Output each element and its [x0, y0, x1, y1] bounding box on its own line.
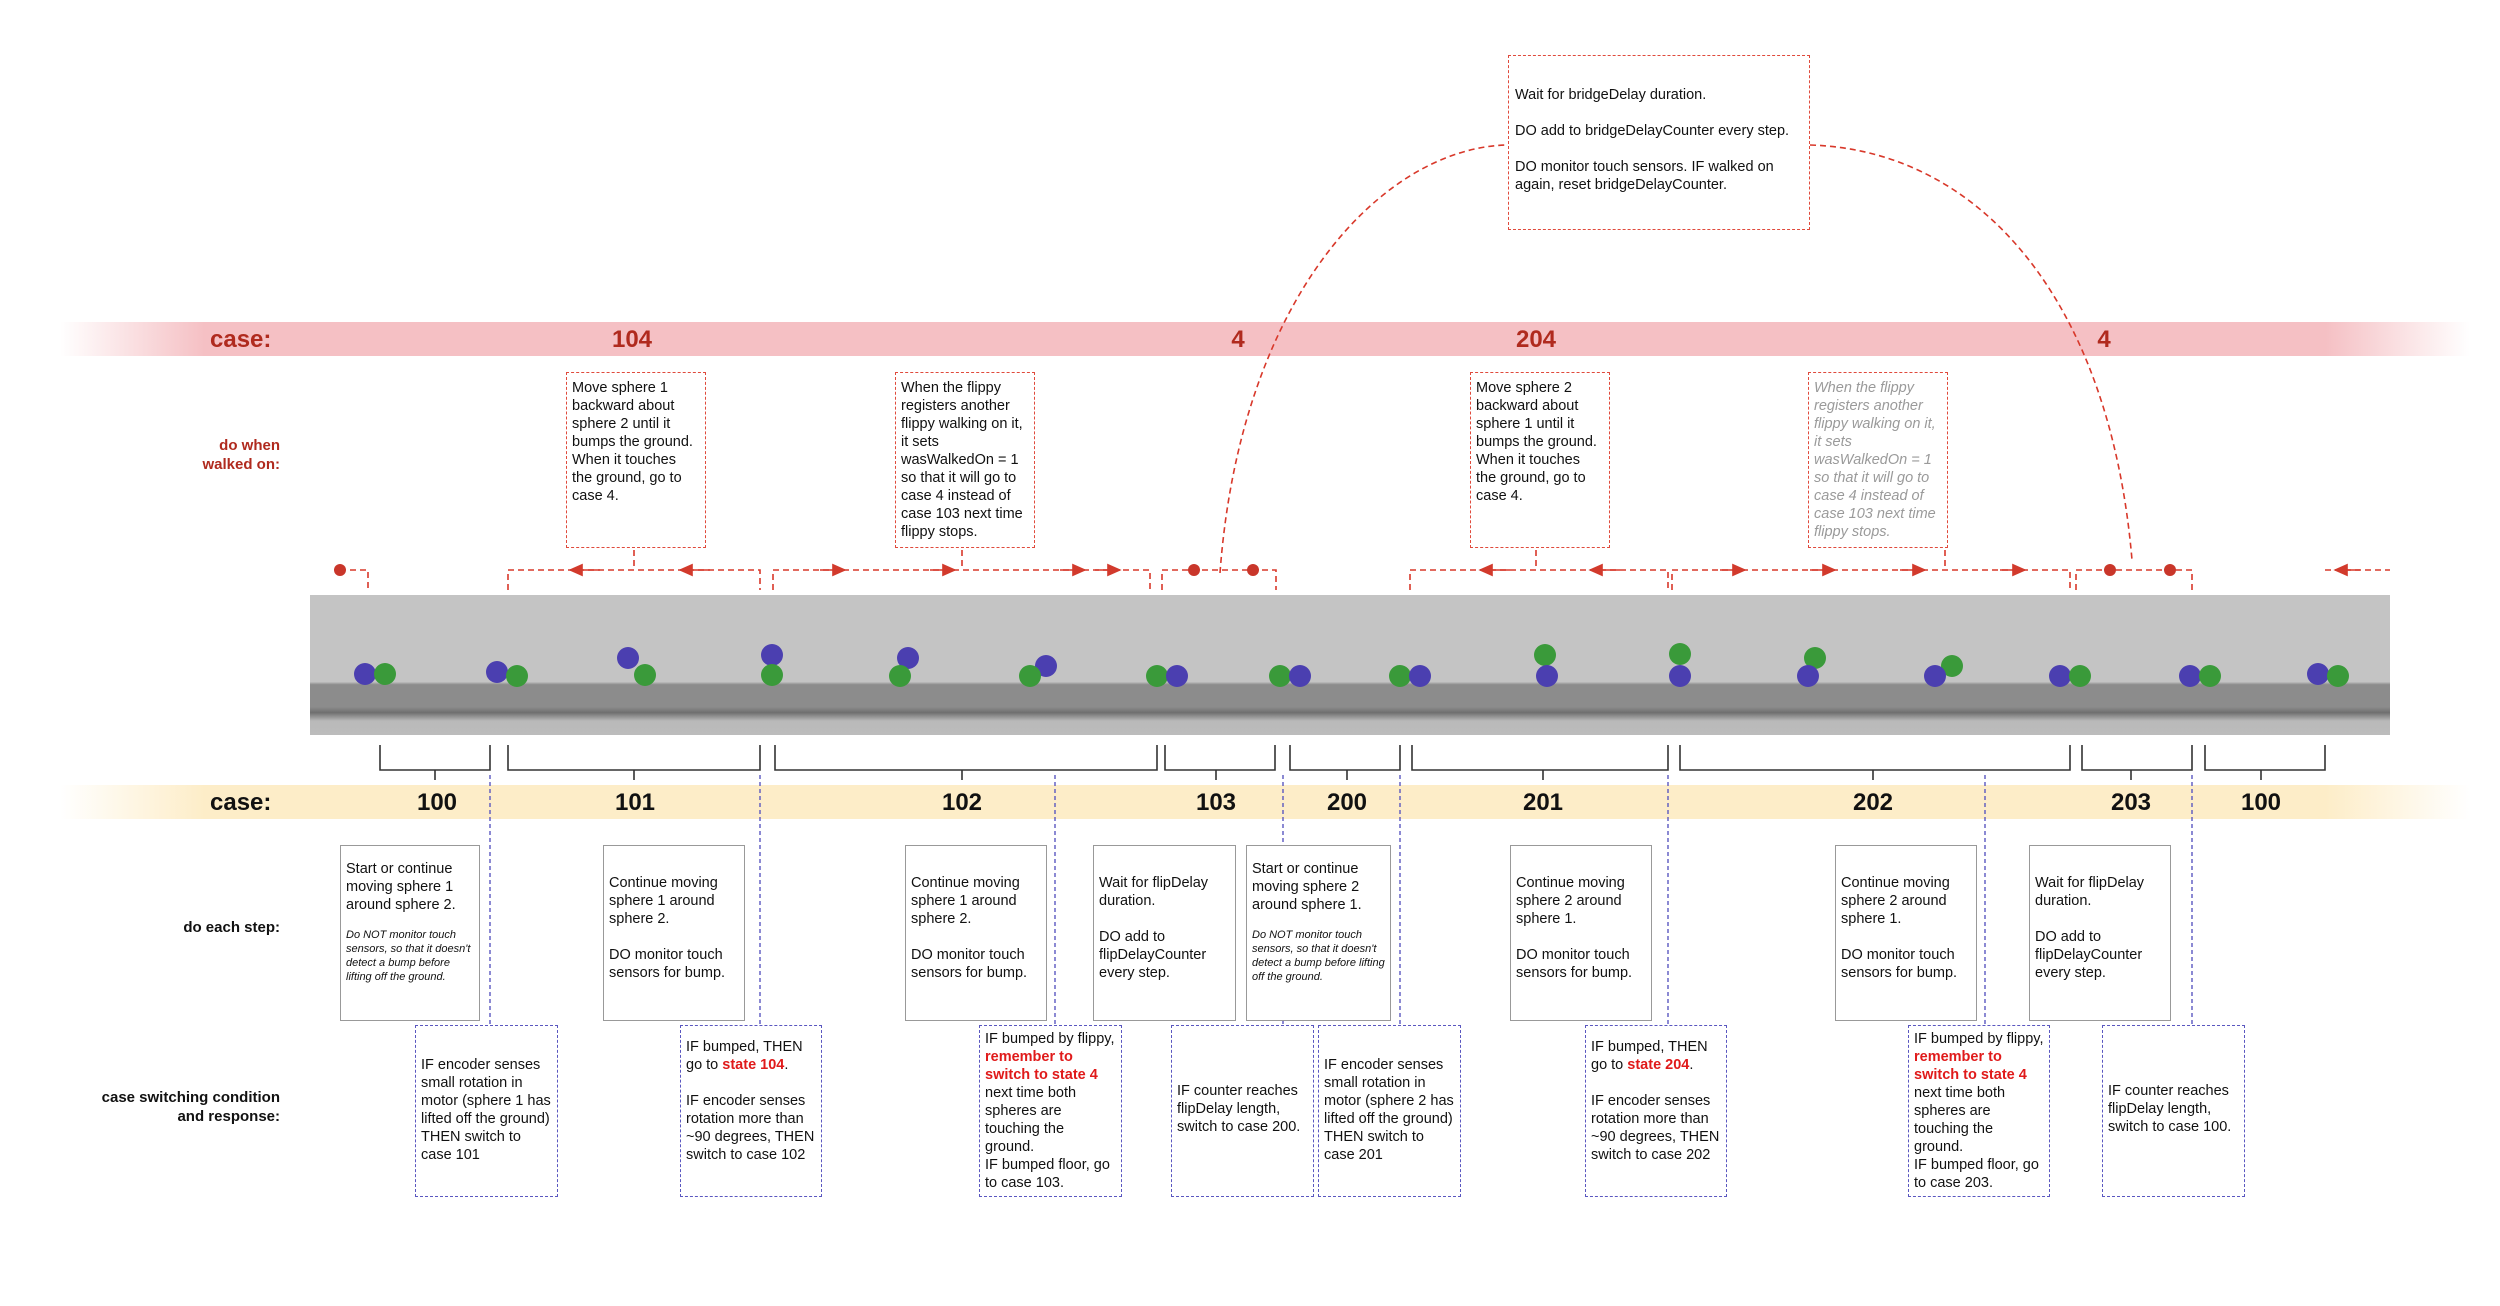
- bottom-case-100b: 100: [2240, 789, 2282, 816]
- step-201-main: Continue moving sphere 2 around sphere 1…: [1516, 875, 1625, 927]
- switch-202-a: IF bumped by flippy,: [1914, 1031, 2044, 1047]
- bridge-arc-left: [1219, 144, 1506, 574]
- step-box-200: Start or continue moving sphere 2 around…: [1246, 845, 1391, 1021]
- row-label-each-step: do each step:: [183, 919, 280, 936]
- switch-103-text: IF counter reaches flipDelay length, swi…: [1177, 1083, 1301, 1135]
- step-box-203: Wait for flipDelay duration. DO add to f…: [2029, 845, 2171, 1021]
- step-101-main: Continue moving sphere 1 around sphere 2…: [609, 875, 718, 927]
- switch-101-highlight: state 104: [722, 1057, 785, 1073]
- bridge-line-2: DO add to bridgeDelayCounter every step.: [1515, 123, 1790, 139]
- bottom-case-203: 203: [2110, 789, 2152, 816]
- bracket-start: [350, 569, 369, 590]
- switch-101-a-end: .: [784, 1057, 789, 1073]
- row-label-walked-on: do when walked on:: [202, 437, 280, 473]
- step-box-201: Continue moving sphere 2 around sphere 1…: [1510, 845, 1652, 1021]
- step-201-sub: DO monitor touch sensors for bump.: [1516, 947, 1633, 981]
- walked-on-box-202: When the flippy registers another flippy…: [1808, 372, 1948, 548]
- bracket-104: [507, 569, 761, 590]
- walked-on-text-204: Move sphere 2 backward about sphere 1 un…: [1476, 380, 1597, 504]
- top-case-204: 204: [1515, 326, 1557, 353]
- switch-203-text: IF counter reaches flipDelay length, swi…: [2108, 1083, 2232, 1135]
- step-101-sub: DO monitor touch sensors for bump.: [609, 947, 726, 981]
- step-202-main: Continue moving sphere 2 around sphere 1…: [1841, 875, 1950, 927]
- walked-on-text-102: When the flippy registers another flippy…: [901, 380, 1023, 540]
- step-case-band: [60, 785, 2470, 819]
- step-200-main: Start or continue moving sphere 2 around…: [1252, 861, 1362, 913]
- step-102-main: Continue moving sphere 1 around sphere 2…: [911, 875, 1020, 927]
- step-202-sub: DO monitor touch sensors for bump.: [1841, 947, 1958, 981]
- switch-201-b: IF encoder senses rotation more than ~90…: [1591, 1093, 1720, 1163]
- row-label-switching: case switching condition and response:: [101, 1089, 280, 1125]
- switch-201-a: IF bumped, THEN go to: [1591, 1039, 1708, 1073]
- switch-box-201: IF bumped, THEN go to state 204. IF enco…: [1585, 1025, 1727, 1197]
- switch-box-103: IF counter reaches flipDelay length, swi…: [1171, 1025, 1314, 1197]
- bridge-delay-box: Wait for bridgeDelay duration. DO add to…: [1508, 55, 1810, 230]
- bridge-arc-right: [1809, 144, 2133, 561]
- step-box-102: Continue moving sphere 1 around sphere 2…: [905, 845, 1047, 1021]
- bottom-case-201: 201: [1522, 789, 1564, 816]
- step-203-main: Wait for flipDelay duration.: [2035, 875, 2145, 909]
- switch-101-b: IF encoder senses rotation more than ~90…: [686, 1093, 815, 1163]
- bracket-4a: [1161, 569, 1277, 590]
- top-case-4: 4: [1231, 326, 1245, 353]
- step-box-101: Continue moving sphere 1 around sphere 2…: [603, 845, 745, 1021]
- walked-on-text-202: When the flippy registers another flippy…: [1814, 380, 1936, 540]
- step-102-sub: DO monitor touch sensors for bump.: [911, 947, 1028, 981]
- switch-102-a: IF bumped by flippy,: [985, 1031, 1115, 1047]
- switch-102-highlight: remember to switch to state 4: [985, 1049, 1098, 1083]
- bracket-204: [1409, 569, 1669, 590]
- switch-102-a-end: next time both spheres are touching the …: [985, 1085, 1077, 1155]
- top-case-4b: 4: [2097, 326, 2111, 353]
- bottom-case-103: 103: [1195, 789, 1237, 816]
- switch-200-text: IF encoder senses small rotation in moto…: [1324, 1057, 1454, 1163]
- flippy-timelapse-photo: [310, 595, 2390, 735]
- step-103-sub: DO add to flipDelayCounter every step.: [1099, 929, 1207, 981]
- walked-on-case-band: [60, 322, 2470, 356]
- bottom-case-102: 102: [941, 789, 983, 816]
- switch-box-203: IF counter reaches flipDelay length, swi…: [2102, 1025, 2245, 1197]
- step-103-main: Wait for flipDelay duration.: [1099, 875, 1209, 909]
- walked-on-box-204: Move sphere 2 backward about sphere 1 un…: [1470, 372, 1610, 548]
- switch-201-a-end: .: [1689, 1057, 1694, 1073]
- step-box-103: Wait for flipDelay duration. DO add to f…: [1093, 845, 1236, 1021]
- top-case-104: 104: [611, 326, 653, 353]
- step-box-202: Continue moving sphere 2 around sphere 1…: [1835, 845, 1977, 1021]
- step-203-sub: DO add to flipDelayCounter every step.: [2035, 929, 2143, 981]
- step-box-100: Start or continue moving sphere 1 around…: [340, 845, 480, 1021]
- flippy-spheres: [354, 643, 2349, 687]
- bottom-case-202: 202: [1852, 789, 1894, 816]
- walked-on-box-104: Move sphere 1 backward about sphere 2 un…: [566, 372, 706, 548]
- switch-box-100: IF encoder senses small rotation in moto…: [415, 1025, 558, 1197]
- switch-box-200: IF encoder senses small rotation in moto…: [1318, 1025, 1461, 1197]
- switch-102-b: IF bumped floor, go to case 103.: [985, 1157, 1110, 1191]
- bracket-4b: [2075, 569, 2193, 590]
- switch-100-text: IF encoder senses small rotation in moto…: [421, 1057, 551, 1163]
- walked-on-text-104: Move sphere 1 backward about sphere 2 un…: [572, 380, 693, 504]
- switch-box-102: IF bumped by flippy, remember to switch …: [979, 1025, 1122, 1197]
- step-200-note: Do NOT monitor touch sensors, so that it…: [1252, 929, 1385, 983]
- step-100-note: Do NOT monitor touch sensors, so that it…: [346, 929, 471, 983]
- switch-box-101: IF bumped, THEN go to state 104. IF enco…: [680, 1025, 822, 1197]
- bottom-case-101: 101: [614, 789, 656, 816]
- bridge-line-1: Wait for bridgeDelay duration.: [1515, 87, 1707, 103]
- bracket-102-walk: [772, 569, 1151, 590]
- switch-202-a-end: next time both spheres are touching the …: [1914, 1085, 2006, 1155]
- bottom-case-200: 200: [1326, 789, 1368, 816]
- step-100-main: Start or continue moving sphere 1 around…: [346, 861, 456, 913]
- switch-201-highlight: state 204: [1627, 1057, 1690, 1073]
- bridge-line-3: DO monitor touch sensors. IF walked on a…: [1515, 159, 1774, 193]
- switch-202-b: IF bumped floor, go to case 203.: [1914, 1157, 2039, 1191]
- switch-box-202: IF bumped by flippy, remember to switch …: [1908, 1025, 2050, 1197]
- walked-on-box-102: When the flippy registers another flippy…: [895, 372, 1035, 548]
- bracket-202-walk: [1671, 569, 2071, 590]
- top-case-label: case:: [210, 326, 272, 353]
- switch-202-highlight: remember to switch to state 4: [1914, 1049, 2027, 1083]
- bottom-case-100: 100: [416, 789, 458, 816]
- bottom-case-label: case:: [210, 789, 272, 816]
- case-braces: [379, 745, 2326, 780]
- switch-101-a: IF bumped, THEN go to: [686, 1039, 803, 1073]
